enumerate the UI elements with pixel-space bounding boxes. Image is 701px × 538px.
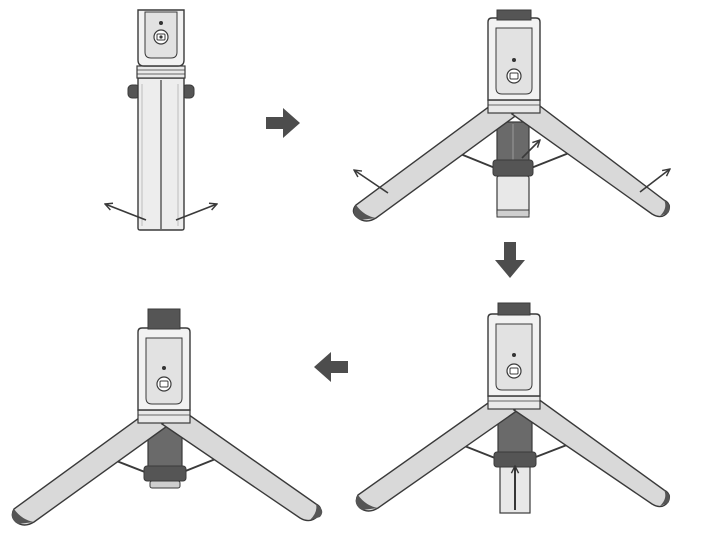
leg-foot-cap xyxy=(149,480,181,489)
grip-collar xyxy=(137,409,191,424)
flow-arrow-down xyxy=(495,242,525,278)
handle-cap xyxy=(147,308,181,330)
swing-out-arrow-left xyxy=(105,204,147,221)
spread-arrow-right xyxy=(639,169,670,193)
handle-recess xyxy=(145,337,183,405)
column-clamp xyxy=(492,159,534,177)
camera-lens-glyph xyxy=(159,35,163,39)
camera-glyph xyxy=(509,367,519,375)
column-clamp xyxy=(143,465,187,482)
indicator-dot-icon xyxy=(512,58,516,62)
indicator-dot-icon xyxy=(512,353,516,357)
step-3-column-up xyxy=(355,302,671,514)
leg-foot-left xyxy=(353,205,376,220)
camera-glyph xyxy=(159,380,169,388)
shutter-button-icon xyxy=(156,376,172,392)
leg-foot-right xyxy=(310,504,323,520)
leg-foot-left xyxy=(11,509,34,524)
leg-foot-cap xyxy=(496,209,530,218)
indicator-dot-icon xyxy=(159,21,163,25)
grip-collar xyxy=(136,65,186,79)
column-clamp xyxy=(493,451,537,468)
leg-brace-right xyxy=(525,150,575,171)
leg-foot-right xyxy=(660,200,670,216)
tripod-leg-right xyxy=(512,395,671,508)
step-4-tripod-standing xyxy=(11,308,323,526)
brace-lock-arrow xyxy=(521,140,540,159)
handle-cap xyxy=(496,9,532,21)
spread-arrow-left xyxy=(354,170,389,194)
flow-arrow-right xyxy=(266,108,300,138)
grip-collar xyxy=(487,99,541,114)
leg-foot-right xyxy=(660,490,670,506)
step-2-legs-open xyxy=(353,9,671,222)
indicator-dot-icon xyxy=(162,366,166,370)
camera-glyph xyxy=(156,33,166,41)
tripod-leg-right xyxy=(510,99,671,218)
swing-out-arrow-right xyxy=(175,204,217,221)
camera-glyph xyxy=(509,72,519,80)
shutter-button-icon xyxy=(506,68,522,84)
grip-collar xyxy=(487,395,541,410)
shutter-button-icon xyxy=(506,363,522,379)
tripod-leg-right xyxy=(160,409,322,522)
step-1-folded-stick xyxy=(105,9,217,231)
flow-arrow-left xyxy=(314,352,348,382)
handle-cap xyxy=(497,302,531,316)
leg-foot-left xyxy=(355,495,378,510)
